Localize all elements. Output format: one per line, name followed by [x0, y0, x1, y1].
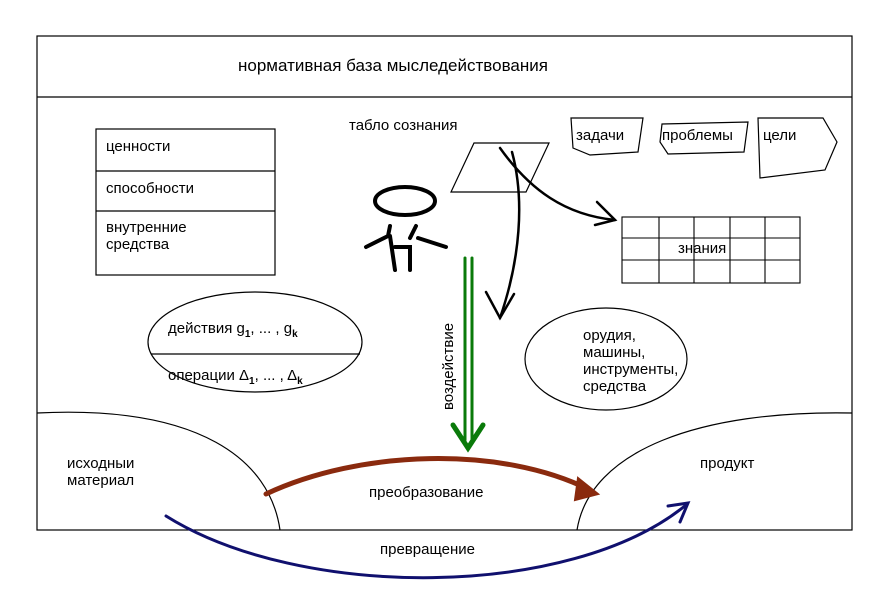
- tasks-tag-shape: [570, 117, 644, 156]
- actions-ellipsis: , ... ,: [250, 320, 280, 337]
- person-figure: [364, 185, 448, 272]
- tools-label-2: машины,: [583, 344, 646, 361]
- operations-label: операции Δ1, ... , Δk: [168, 367, 303, 390]
- source-material-label-2: материал: [67, 472, 135, 489]
- problems-tag-shape: [659, 121, 749, 155]
- impact-label: воздействие: [440, 322, 457, 410]
- transformation-arrow: [263, 456, 601, 502]
- operations-symbol-k: Δ: [287, 367, 298, 384]
- consciousness-board-label: табло сознания: [349, 117, 458, 134]
- goals-label: цели: [763, 127, 797, 144]
- consciousness-board-shape: [450, 142, 550, 193]
- goals-tag-shape: [757, 117, 838, 179]
- operations-symbol-1: Δ: [239, 367, 250, 384]
- operations-subscript-k: k: [297, 376, 303, 387]
- source-material-label-1: исходныи: [67, 455, 135, 472]
- action-arrow: [484, 150, 521, 321]
- knowledge-arrow: [498, 146, 618, 227]
- outer-frame: [36, 35, 853, 531]
- conversion-arrow: [164, 501, 691, 580]
- conversion-label: превращение: [380, 541, 475, 558]
- actions-label: действия g1, ... , gk: [168, 320, 298, 343]
- abilities-label: способности: [106, 180, 194, 197]
- internal-means-label-1: внутренние: [106, 219, 187, 236]
- diagram-title: нормативная база мыследействования: [238, 56, 548, 75]
- actions-subscript-1: 1: [244, 329, 251, 340]
- tools-label-4: средства: [583, 378, 647, 395]
- actions-symbol-1: g: [236, 320, 245, 337]
- knowledge-label: знания: [678, 240, 727, 257]
- knowledge-grid: [621, 216, 801, 284]
- tasks-label: задачи: [576, 127, 625, 144]
- actions-subscript-k: k: [292, 329, 298, 340]
- actions-operations-ellipse: [147, 291, 363, 393]
- values-label: ценности: [106, 138, 171, 155]
- tools-ellipse: [524, 307, 688, 411]
- impact-arrow: [450, 256, 486, 453]
- tools-label-3: инструменты,: [583, 361, 679, 378]
- operations-prefix: операции: [168, 367, 235, 384]
- tools-label-1: орудия,: [583, 327, 636, 344]
- product-curve: [576, 412, 853, 531]
- operations-subscript-1: 1: [249, 376, 255, 387]
- operations-ellipsis: , ... ,: [254, 367, 284, 384]
- actions-symbol-k: g: [283, 320, 293, 337]
- internal-means-label-2: средства: [106, 236, 170, 253]
- transformation-label: преобразование: [369, 484, 484, 501]
- product-label: продукт: [700, 455, 755, 472]
- problems-label: проблемы: [662, 127, 733, 144]
- values-box: [95, 128, 276, 276]
- actions-prefix: действия: [168, 320, 233, 337]
- source-material-curve: [36, 411, 281, 531]
